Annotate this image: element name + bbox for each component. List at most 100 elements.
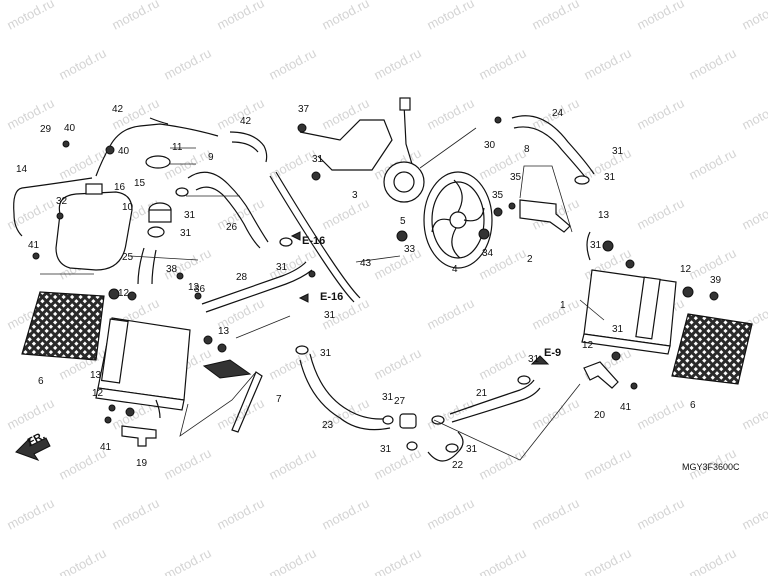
- watermark-text: motod.ru: [634, 395, 686, 432]
- watermark-text: motod.ru: [476, 545, 528, 576]
- callout-31: 31: [528, 354, 540, 365]
- callout-41: 41: [28, 240, 40, 251]
- watermark-text: motod.ru: [266, 145, 318, 182]
- lower-bracket-22: [583, 361, 619, 389]
- watermark-text: motod.ru: [739, 0, 768, 33]
- callout-42: 42: [112, 104, 124, 115]
- watermark-text: motod.ru: [56, 45, 108, 82]
- watermark-text: motod.ru: [634, 95, 686, 132]
- left-radiator-bracket: [231, 371, 263, 433]
- callout-5: 5: [400, 216, 406, 227]
- callout-36: 36: [194, 284, 206, 295]
- callout-31: 31: [590, 240, 602, 251]
- watermark-text: motod.ru: [214, 495, 266, 532]
- callout-31: 31: [324, 310, 336, 321]
- callout-21: 21: [476, 388, 488, 399]
- watermark-text: motod.ru: [371, 245, 423, 282]
- watermark-text: motod.ru: [109, 495, 161, 532]
- watermark-text: motod.ru: [529, 395, 581, 432]
- hose-24: [427, 431, 464, 462]
- callout-35: 35: [492, 190, 504, 201]
- reserve-tank: [55, 183, 133, 271]
- watermark-text: motod.ru: [476, 45, 528, 82]
- callout-31: 31: [320, 348, 332, 359]
- watermark-text: motod.ru: [739, 195, 768, 232]
- callout-40: 40: [118, 146, 130, 157]
- callout-34: 34: [482, 248, 494, 259]
- hose-26: [511, 115, 595, 179]
- watermark-text: motod.ru: [581, 445, 633, 482]
- callout-44: 44: [0, 0, 12, 3]
- callout-38: 38: [166, 264, 178, 275]
- watermark-text: motod.ru: [424, 495, 476, 532]
- callout-20: 20: [594, 410, 606, 421]
- watermark-text: motod.ru: [686, 145, 738, 182]
- watermark-text: motod.ru: [371, 45, 423, 82]
- watermark-text: motod.ru: [4, 495, 56, 532]
- watermark-text: motod.ru: [424, 295, 476, 332]
- callout-27: 27: [394, 396, 406, 407]
- callout-37: 37: [298, 104, 310, 115]
- watermark-text: motod.ru: [4, 195, 56, 232]
- leader-lines: [40, 127, 605, 461]
- callout-41: 41: [100, 442, 112, 453]
- hose-clamps: [175, 175, 590, 453]
- callout-39: 39: [710, 275, 722, 286]
- fan-blade: [423, 171, 493, 269]
- callout-19: 19: [136, 458, 148, 469]
- hose-23: [449, 379, 541, 423]
- label-layer: 1234566789101112121212121313131415161920…: [0, 0, 740, 472]
- watermark-text: motod.ru: [686, 45, 738, 82]
- callout-31: 31: [604, 172, 616, 183]
- watermark-text: motod.ru: [739, 495, 768, 532]
- watermark-text: motod.ru: [739, 95, 768, 132]
- left-shroud: [202, 359, 252, 379]
- watermark-text: motod.ru: [634, 0, 686, 33]
- watermark-text: motod.ru: [319, 495, 371, 532]
- callout-31: 31: [612, 324, 624, 335]
- watermark-text: motod.ru: [161, 545, 213, 576]
- callout-2: 2: [527, 254, 533, 265]
- watermark-text: motod.ru: [266, 45, 318, 82]
- reference-e-16: E-16: [320, 291, 343, 303]
- watermark-text: motod.ru: [56, 545, 108, 576]
- fan-bracket: [519, 199, 571, 233]
- callout-13: 13: [218, 326, 230, 337]
- callout-25: 25: [122, 252, 134, 263]
- callout-24: 24: [552, 108, 564, 119]
- callout-8: 8: [524, 144, 530, 155]
- callout-9: 9: [208, 152, 214, 163]
- hose-25: [299, 353, 393, 431]
- callout-31: 31: [184, 210, 196, 221]
- watermark-text: motod.ru: [476, 445, 528, 482]
- filler-neck: [145, 155, 172, 238]
- callout-31: 31: [312, 154, 324, 165]
- callout-15: 15: [134, 178, 146, 189]
- callout-30: 30: [484, 140, 496, 151]
- watermark-text: motod.ru: [161, 445, 213, 482]
- callout-7: 7: [276, 394, 282, 405]
- callout-28: 28: [236, 272, 248, 283]
- callout-16: 16: [114, 182, 126, 193]
- fan-motor: [383, 161, 425, 203]
- reference-e-16: E-16: [302, 235, 325, 247]
- fan-shroud-wiring: [299, 97, 413, 171]
- callout-31: 31: [466, 444, 478, 455]
- callout-10: 10: [122, 202, 134, 213]
- watermark-text: motod.ru: [4, 395, 56, 432]
- watermark-text: motod.ru: [319, 95, 371, 132]
- callout-45: 45: [0, 0, 12, 3]
- watermark-text: motod.ru: [214, 95, 266, 132]
- watermark-text: motod.ru: [161, 45, 213, 82]
- watermark-text: motod.ru: [4, 0, 56, 33]
- callout-12: 12: [92, 388, 104, 399]
- callout-32: 32: [56, 196, 68, 207]
- fasteners: [32, 116, 719, 424]
- callout-42: 42: [240, 116, 252, 127]
- callout-3: 3: [352, 190, 358, 201]
- hose-28: [187, 171, 269, 249]
- callout-31: 31: [180, 228, 192, 239]
- callout-12: 12: [582, 340, 594, 351]
- callout-11: 11: [172, 142, 183, 153]
